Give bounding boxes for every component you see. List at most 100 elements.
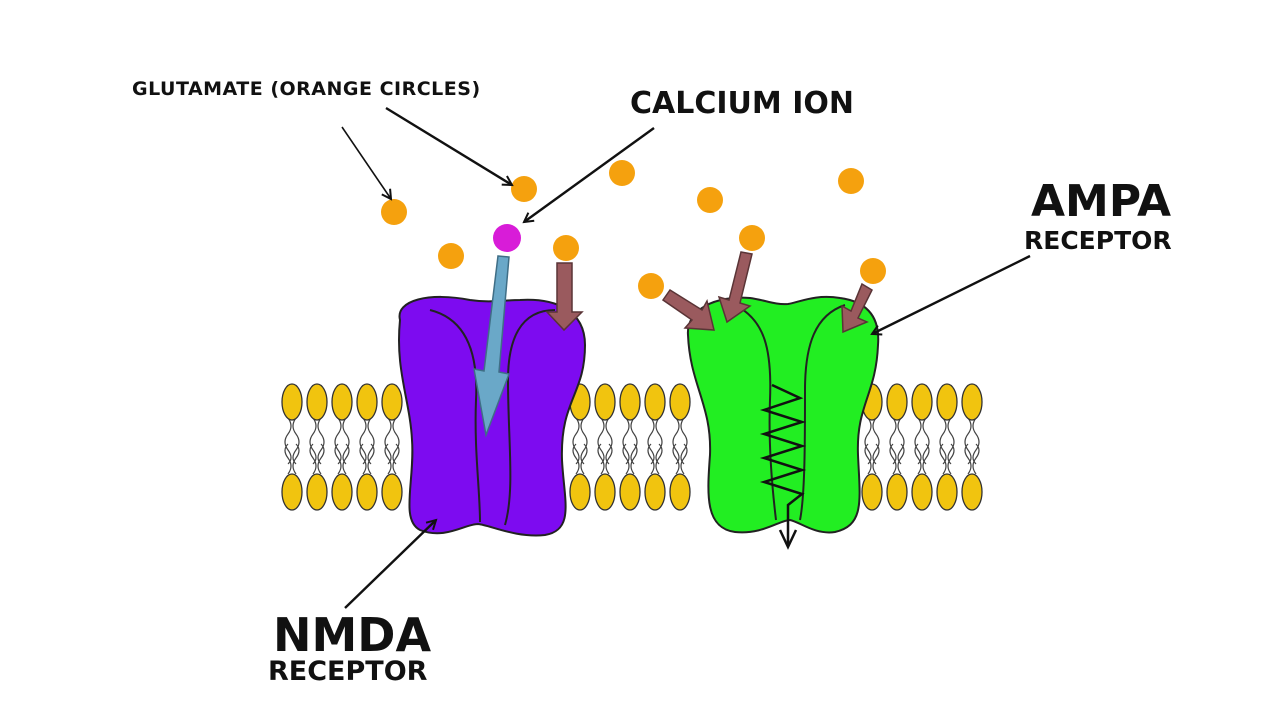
- lipid-tail: [572, 417, 580, 465]
- lipid-tail: [309, 443, 317, 475]
- lipid-tail: [284, 443, 292, 475]
- lipid-tail: [605, 417, 613, 465]
- glutamate-pointer-1: [341, 126, 391, 199]
- lipid-tail: [292, 417, 300, 465]
- lipid-tail: [672, 443, 680, 475]
- lipid-tail: [864, 443, 872, 475]
- glutamate-molecule: [609, 160, 635, 186]
- lipid-tail: [384, 417, 392, 465]
- glutamate-molecule: [638, 273, 664, 299]
- lipid-head: [356, 383, 378, 421]
- binding-arrows: [545, 251, 873, 334]
- lipid-tail: [292, 443, 300, 475]
- lipid-tail: [889, 443, 897, 475]
- nmda-receptor-title: NMDA: [273, 608, 432, 662]
- lipid-head: [961, 383, 983, 421]
- lipid-head: [306, 383, 328, 421]
- ampa-subunit-line-left: [734, 304, 777, 521]
- lipid-tail: [655, 443, 663, 475]
- lipid-head: [936, 383, 958, 421]
- lipid-head: [961, 473, 983, 511]
- lipid-tail: [580, 417, 588, 465]
- lipid-head: [381, 383, 403, 421]
- lipid-tail: [972, 417, 980, 465]
- glutamate-molecule: [838, 168, 864, 194]
- lipid-tail: [672, 417, 680, 465]
- binding-arrow-ampa-3: [841, 282, 873, 334]
- calcium-pointer: [524, 127, 655, 222]
- glutamate-molecule: [438, 243, 464, 269]
- lipid-tail: [359, 417, 367, 465]
- lipid-tail: [605, 443, 613, 475]
- ampa-receptor-title: AMPA: [1031, 176, 1172, 227]
- binding-arrow-ampa-2: [717, 251, 753, 324]
- lipid-tail: [630, 443, 638, 475]
- lipid-tail: [914, 417, 922, 465]
- lipid-tail: [630, 417, 638, 465]
- lipid-bilayer: [281, 383, 983, 511]
- lipid-tail: [384, 443, 392, 475]
- lipid-head: [594, 383, 616, 421]
- lipid-tail: [939, 443, 947, 475]
- lipid-head: [911, 473, 933, 511]
- lipid-head: [886, 473, 908, 511]
- lipid-head: [331, 473, 353, 511]
- lipid-tail: [964, 417, 972, 465]
- glutamate-pointer-2: [385, 106, 512, 185]
- ampa-receptor: [686, 295, 880, 550]
- lipid-tail: [655, 417, 663, 465]
- lipid-tail: [317, 443, 325, 475]
- lipid-head: [594, 473, 616, 511]
- glutamate-label: GLUTAMATE (ORANGE CIRCLES): [132, 78, 481, 100]
- lipid-tail: [647, 443, 655, 475]
- lipid-head: [619, 383, 641, 421]
- lipid-tail: [680, 417, 688, 465]
- lipid-head: [306, 473, 328, 511]
- ion-flow-zigzag: [759, 383, 807, 545]
- glutamate-molecule: [553, 235, 579, 261]
- nmda-pointer: [344, 520, 436, 609]
- lipid-tail: [897, 443, 905, 475]
- lipid-tail: [972, 443, 980, 475]
- calcium-flow-arrow: [473, 255, 511, 438]
- lipid-head: [911, 383, 933, 421]
- nmda-receptor-subtitle: RECEPTOR: [268, 656, 428, 687]
- lipid-tail: [622, 417, 630, 465]
- lipid-tail: [647, 417, 655, 465]
- lipid-tail: [367, 417, 375, 465]
- ion-flow-arrowhead: [778, 529, 798, 550]
- lipid-head: [281, 383, 303, 421]
- ampa-subunit-line-right: [799, 304, 846, 521]
- lipid-tail: [392, 417, 400, 465]
- lipid-tail: [964, 443, 972, 475]
- nmda-subunit-line-right: [504, 309, 556, 526]
- lipid-head: [381, 473, 403, 511]
- ampa-receptor-body: [686, 295, 880, 534]
- lipid-tail: [914, 443, 922, 475]
- lipid-tail: [889, 417, 897, 465]
- lipid-tail: [342, 417, 350, 465]
- calcium-ion-label: CALCIUM ION: [630, 86, 854, 121]
- lipid-head: [644, 383, 666, 421]
- lipid-tail: [359, 443, 367, 475]
- lipid-head: [669, 383, 691, 421]
- lipid-tail: [334, 417, 342, 465]
- glutamate-molecule: [860, 258, 886, 284]
- lipid-head: [644, 473, 666, 511]
- binding-arrow-nmda: [545, 262, 584, 332]
- lipid-tail: [580, 443, 588, 475]
- lipid-tail: [334, 443, 342, 475]
- lipid-head: [281, 473, 303, 511]
- lipid-tail: [597, 417, 605, 465]
- lipid-head: [331, 383, 353, 421]
- lipid-head: [569, 473, 591, 511]
- lipid-tail: [680, 443, 688, 475]
- glutamate-molecule: [511, 176, 537, 202]
- lipid-tail: [309, 417, 317, 465]
- lipid-head: [936, 473, 958, 511]
- lipid-tail: [922, 443, 930, 475]
- lipid-tail: [284, 417, 292, 465]
- lipid-head: [669, 473, 691, 511]
- lipid-tail: [939, 417, 947, 465]
